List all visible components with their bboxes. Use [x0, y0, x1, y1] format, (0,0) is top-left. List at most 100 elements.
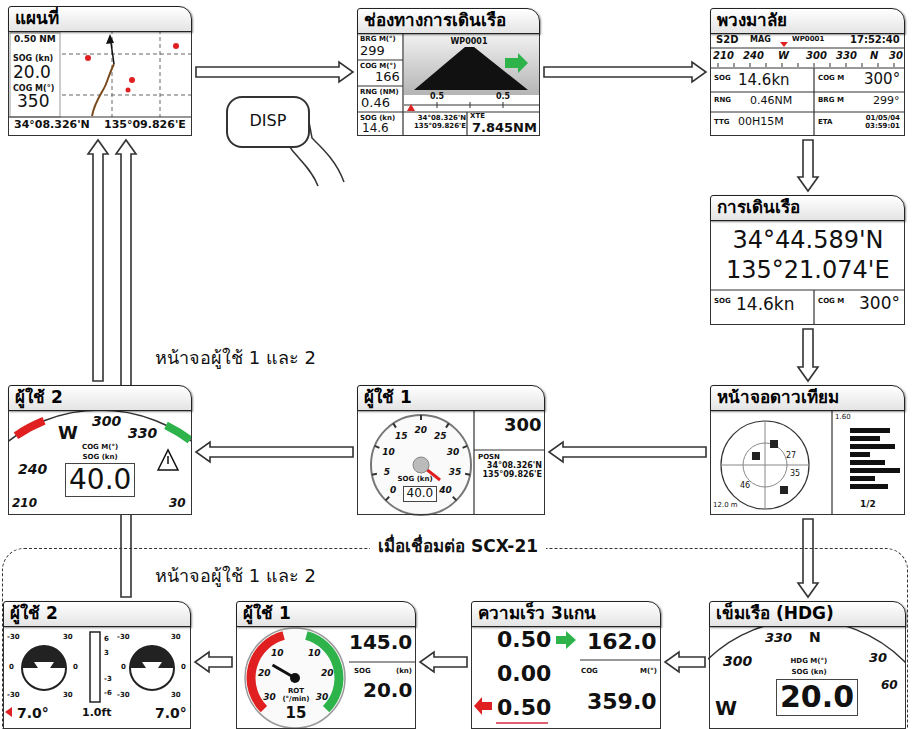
sky-plot	[721, 421, 809, 509]
roll-dial-sky	[22, 646, 66, 668]
screen-reading: 40.0	[65, 463, 135, 497]
screen-reading: SOG (kn)	[13, 54, 53, 63]
screen-reading: 10	[382, 447, 395, 457]
signal-bar	[850, 444, 895, 449]
screen-reading: 35	[449, 467, 462, 477]
screen-reading: 40	[439, 485, 452, 495]
screen-reading: 20.0	[776, 679, 858, 716]
screen-reading: 20	[415, 425, 428, 435]
screen-reading: COG M	[818, 74, 844, 82]
key-label: DISP	[250, 112, 287, 130]
screen-reading: COG	[581, 667, 598, 675]
screen-reading: 300	[806, 50, 827, 62]
signal-bars	[850, 428, 900, 489]
flow-arrow	[195, 652, 232, 672]
screen-reading: 240	[18, 461, 47, 477]
screen-reading: 330	[765, 631, 792, 646]
screen-reading: 0.5	[496, 92, 510, 101]
speed-gauge	[371, 415, 471, 515]
screen-reading: 34°08.326'N 135°09.826'E	[406, 114, 466, 130]
rot-gauge	[245, 628, 345, 728]
screen-reading: 0.50	[497, 627, 551, 652]
divider-line	[8, 116, 192, 117]
display-screen: ผู้ใช้ 10510152025303540SOG (kn)40.0300P…	[357, 385, 545, 515]
display-screen: เข็มเรือ (HDG)330N30300HDG M(°)SOG (kn)W…	[709, 601, 906, 729]
screen-reading: 7.0°	[17, 705, 49, 721]
grid-lines	[357, 31, 540, 136]
screen-ground	[710, 30, 905, 136]
screen-reading: W	[778, 50, 789, 62]
screen-reading: 300	[92, 413, 121, 429]
signal-bar	[850, 460, 885, 465]
screen-reading: 330	[836, 50, 857, 62]
target-dots	[85, 43, 179, 93]
satellite-icon	[752, 452, 760, 460]
screen-reading: TTG	[714, 118, 729, 126]
screen-reading: 0.46NM	[750, 95, 792, 108]
screen-ground	[235, 622, 415, 728]
screen-reading: RNG	[714, 96, 731, 104]
flow-arrow	[544, 62, 706, 82]
screen-reading: 10	[271, 648, 284, 658]
screen-reading: 25	[434, 431, 447, 441]
group-label: เมื่อเชื่อมต่อ SCX-21	[370, 537, 546, 557]
screen-reading: 15	[395, 431, 408, 441]
screen-reading: 300	[723, 653, 752, 669]
sky-band	[404, 31, 540, 95]
flow-arrow	[798, 140, 818, 191]
grid-lines	[474, 407, 545, 515]
screen-reading: BRG M	[818, 96, 844, 104]
screen-reading: W	[715, 697, 737, 720]
screen-reading: 300°	[859, 294, 900, 314]
screen-ground	[470, 622, 660, 728]
screen-reading: 0.5	[430, 92, 444, 101]
display-screen: ผู้ใช้ 2-303000-303063-3-6-303000-30307.…	[3, 601, 191, 729]
flow-arrow	[798, 329, 818, 381]
signal-bar	[850, 484, 888, 489]
screen-reading: 210	[12, 497, 37, 511]
screen-reading: 15	[286, 705, 307, 722]
screen-reading: 34°44.589'N	[733, 227, 884, 255]
screen-reading: 5	[384, 467, 390, 477]
screen-title: พวงมาลัย	[710, 8, 905, 34]
boat-shape	[34, 662, 54, 668]
flow-arrow	[88, 140, 108, 381]
screen-reading: WP0001	[792, 35, 824, 43]
signal-bar	[850, 468, 900, 473]
group-region: เมื่อเชื่อมต่อ SCX-21เข็มเรือ (HDG)330N3…	[2, 548, 908, 729]
ship-marker	[407, 104, 415, 111]
screen-reading: 0	[9, 663, 14, 671]
screen-reading: 1/2	[860, 499, 876, 509]
screen-reading: 0	[390, 485, 396, 495]
divider-line	[349, 661, 415, 662]
screen-reading: ROT (°/min)	[279, 687, 313, 703]
gauge-hub	[413, 457, 429, 473]
flow-arrow	[196, 62, 353, 82]
scale-ruler	[404, 102, 540, 108]
screen-reading: S2D	[716, 34, 738, 46]
screen-reading: 10	[308, 648, 321, 658]
signal-bar	[850, 476, 875, 481]
display-screen: พวงมาลัยS2DMAGWP000117:52:40210240W30033…	[710, 8, 905, 136]
screen-ground	[710, 217, 905, 325]
screen-reading: WP0001	[451, 37, 488, 46]
screen-reading: 14.6	[362, 122, 389, 136]
heading-arrow	[106, 34, 114, 44]
screen-reading: N	[809, 629, 821, 645]
screen-reading: 20	[258, 668, 271, 678]
screen-title: การเดินเรือ	[710, 195, 905, 221]
port-arc	[251, 636, 284, 710]
channel-road	[414, 47, 528, 90]
screen-reading: SOG	[354, 667, 371, 675]
divider-line	[580, 659, 660, 660]
compass-card	[708, 622, 905, 728]
screen-title: ความเร็ว 3แกน	[471, 601, 661, 627]
screen-frame	[710, 407, 905, 515]
screen-reading: 300°	[864, 71, 900, 88]
screen-reading: COG M(°)	[360, 62, 396, 70]
flow-arrow	[196, 442, 353, 462]
display-screen: การเดินเรือ34°44.589'N135°21.074'ESOG14.…	[710, 195, 905, 325]
gauge-hub	[290, 673, 300, 683]
satellite-icon	[770, 440, 778, 448]
screen-ground	[357, 407, 545, 515]
